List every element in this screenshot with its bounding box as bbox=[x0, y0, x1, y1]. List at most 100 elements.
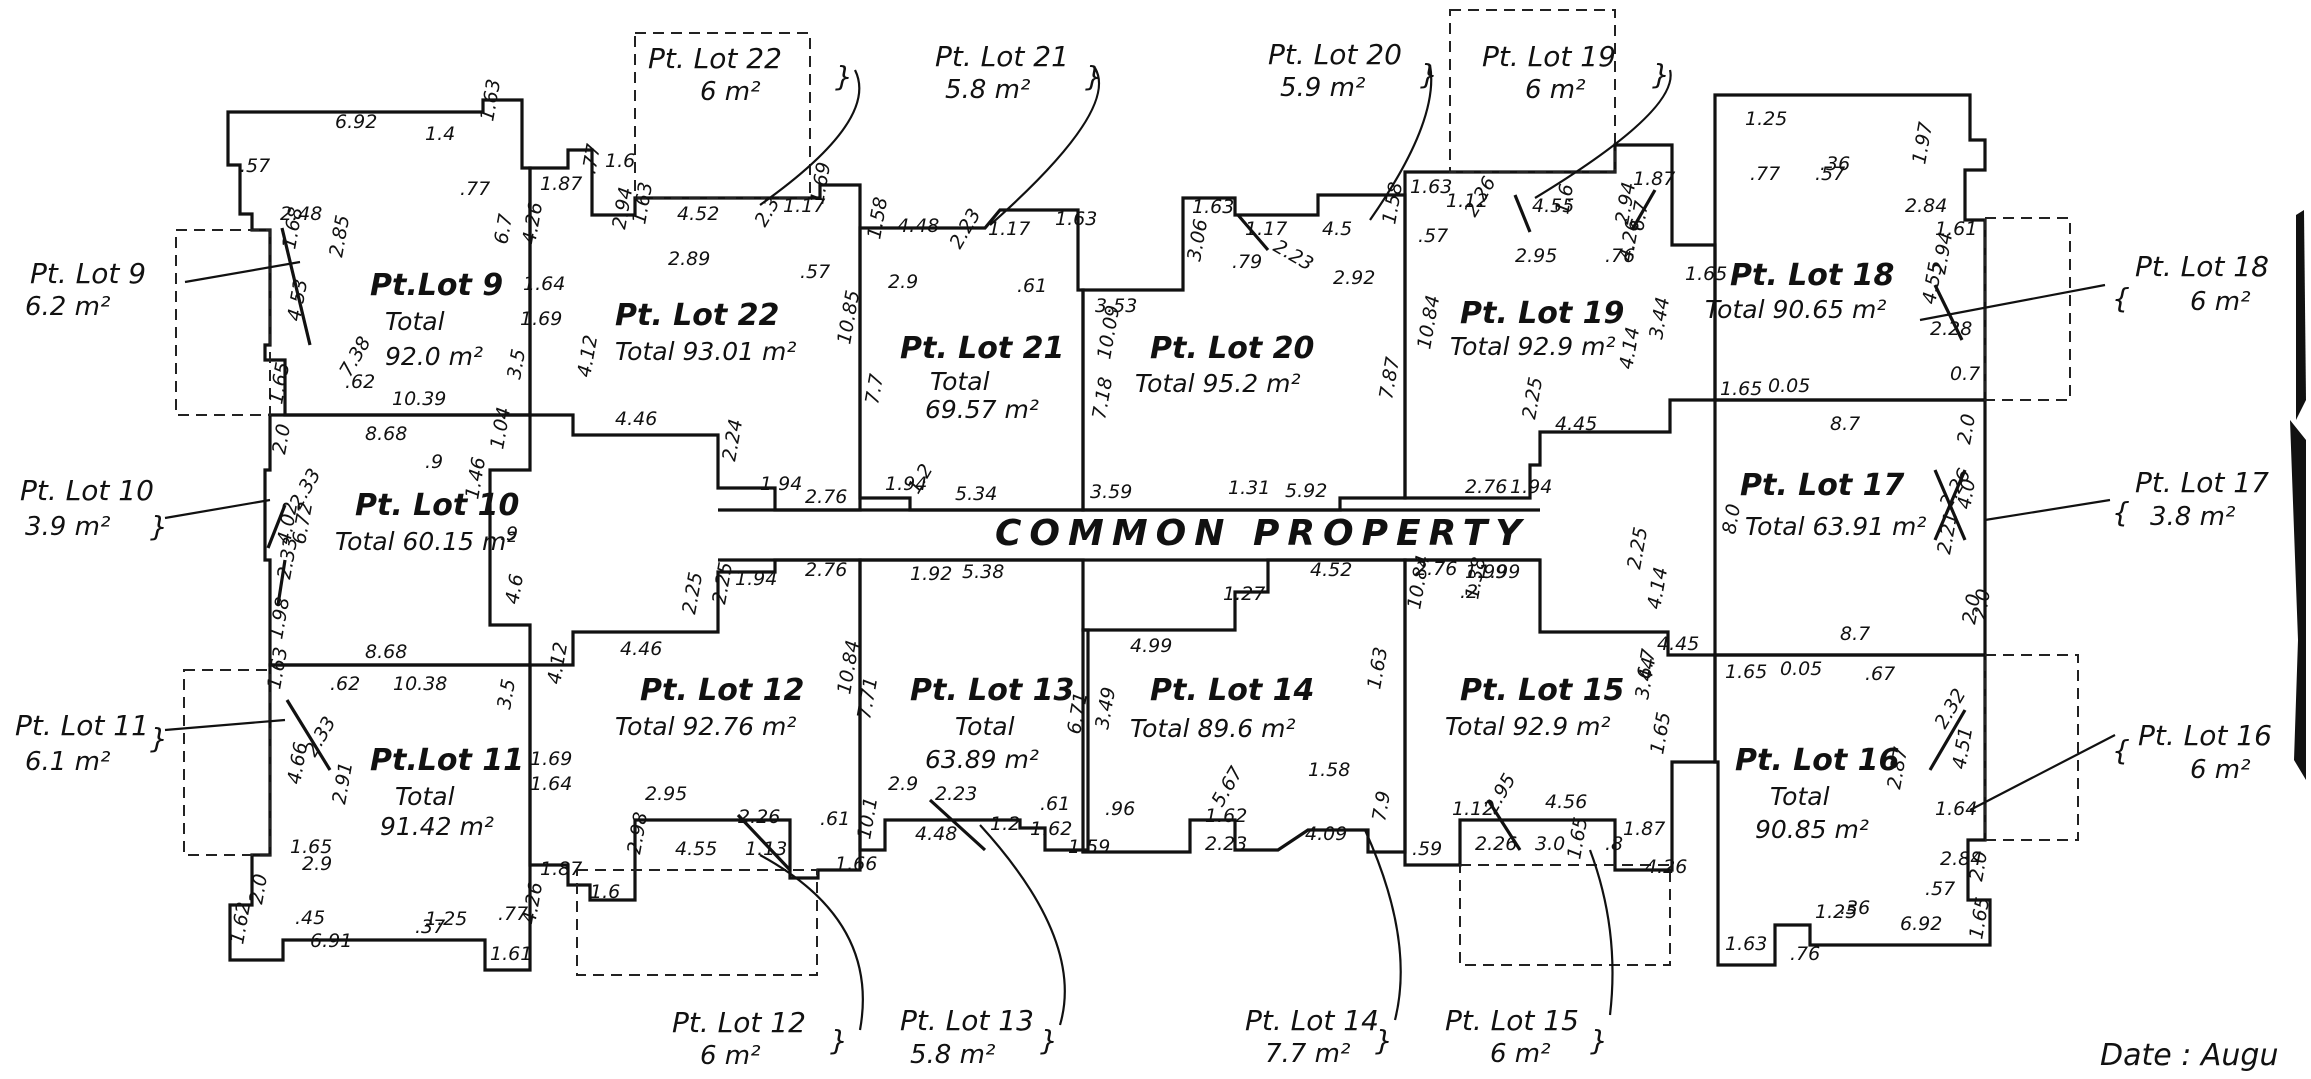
dimension-label: 4.53 bbox=[283, 277, 312, 322]
dimension-label: 2.21 bbox=[1933, 510, 1962, 555]
dimension-label: 3.49 bbox=[1091, 685, 1120, 730]
brace: } bbox=[830, 1024, 848, 1057]
dimension-label: 2.91 bbox=[328, 760, 357, 805]
dimension-label: .77 bbox=[460, 178, 490, 200]
brace: } bbox=[1590, 1024, 1608, 1057]
lot-15-name: Pt. Lot 15 bbox=[1460, 673, 1624, 708]
dimension-label: .61 bbox=[1040, 793, 1070, 815]
dimension-label: .62 bbox=[345, 371, 375, 393]
dimension-label: 1.94 bbox=[885, 473, 927, 495]
dimension-label: 2.48 bbox=[280, 203, 322, 225]
dimension-label: 2.32 bbox=[1930, 685, 1970, 733]
dimension-label: 2.0 bbox=[268, 422, 295, 456]
pt-lot-10-area: 3.9 m² bbox=[25, 512, 110, 542]
dimension-label: 1.87 bbox=[1633, 168, 1675, 190]
dimension-label: 4.14 bbox=[1643, 565, 1672, 610]
dimension-label: 4.45 bbox=[1555, 413, 1597, 435]
dimension-label: .9 bbox=[425, 451, 443, 473]
pt-lot-12-outline bbox=[576, 869, 818, 976]
dimension-label: 4.66 bbox=[283, 740, 312, 785]
pt-lot-19-name: Pt. Lot 19 bbox=[1482, 40, 1616, 73]
dimension-label: 1.6 bbox=[605, 150, 635, 172]
lot-21-name: Pt. Lot 21 bbox=[900, 331, 1064, 366]
lot-22-boundary bbox=[528, 148, 862, 512]
dimension-label: 3.5 bbox=[503, 347, 530, 381]
dimension-label: 6.7 bbox=[1626, 199, 1653, 233]
dimension-label: 4.55 bbox=[675, 838, 717, 860]
dimension-label: 1.65 bbox=[1725, 661, 1767, 683]
dimension-label: 1.64 bbox=[523, 273, 565, 295]
dimension-label: 1.61 bbox=[490, 943, 532, 965]
brace: } bbox=[150, 510, 168, 543]
dimension-label: 2.26 bbox=[1475, 833, 1517, 855]
lot-17-total: Total 63.91 m² bbox=[1745, 512, 1926, 541]
lot-15-total: Total 92.9 m² bbox=[1445, 712, 1610, 741]
dimension-label: 1.62 bbox=[1030, 818, 1072, 840]
dimension-label: 4.12 bbox=[573, 333, 602, 378]
lot-16-boundary bbox=[1713, 653, 1992, 967]
dimension-label: 8.68 bbox=[365, 641, 407, 663]
dimension-label: 1.63 bbox=[1363, 645, 1392, 690]
pt-lot-19-area: 6 m² bbox=[1525, 75, 1586, 105]
dimension-label: 2.23 bbox=[1205, 833, 1247, 855]
dimension-label: .2 bbox=[1460, 581, 1478, 603]
dimension-label: 8.7 bbox=[1840, 623, 1870, 645]
lot-21-total-value: 69.57 m² bbox=[925, 395, 1039, 424]
dimension-label: 1.92 bbox=[910, 563, 952, 585]
dimension-label: 2.76 bbox=[805, 559, 847, 581]
dimension-label: 3.44 bbox=[1645, 295, 1674, 340]
dimension-label: 2.25 bbox=[1518, 375, 1547, 420]
pt-lot-19-outline bbox=[1449, 9, 1616, 173]
dimension-label: 4.26 bbox=[518, 880, 547, 925]
dimension-label: 8.7 bbox=[1830, 413, 1860, 435]
dimension-label: 1.31 bbox=[1228, 477, 1270, 499]
lot-13-total-label: Total bbox=[955, 712, 1015, 741]
dimension-label: 10.1 bbox=[853, 795, 882, 840]
internal-details bbox=[266, 189, 1967, 872]
dimension-label: .57 bbox=[1925, 878, 1955, 900]
dimension-label: 2.89 bbox=[668, 248, 710, 270]
lot-12-name: Pt. Lot 12 bbox=[640, 673, 804, 708]
pt-lot-15-area: 6 m² bbox=[1490, 1039, 1551, 1069]
dimension-label: 4.56 bbox=[1545, 791, 1587, 813]
dimension-label: 1.63 bbox=[1410, 176, 1452, 198]
pt-lot-13-area: 5.8 m² bbox=[910, 1040, 995, 1070]
dimension-label: 2.9 bbox=[302, 853, 332, 875]
dimension-label: 4.46 bbox=[620, 638, 662, 660]
dimension-label: 2.95 bbox=[1480, 770, 1520, 818]
dimension-label: .76 bbox=[1790, 943, 1820, 965]
lot-13-boundary bbox=[858, 558, 1090, 852]
lot-21-total-label: Total bbox=[930, 367, 990, 396]
dimension-label: .57 bbox=[800, 261, 830, 283]
pt-lot-18-outline bbox=[1984, 217, 2071, 401]
dimension-label: .76 bbox=[1605, 245, 1635, 267]
pt-lot-22-area: 6 m² bbox=[700, 77, 761, 107]
dimension-label: 0.05 bbox=[1780, 658, 1822, 680]
dimension-label: 8.0 bbox=[1718, 502, 1745, 536]
dimension-label: 7.71 bbox=[853, 675, 882, 720]
dimension-label: 2.9 bbox=[888, 773, 918, 795]
pt-lot-14-area: 7.7 m² bbox=[1265, 1039, 1350, 1069]
dimension-label: .36 bbox=[1820, 153, 1850, 175]
pt-lot-17-area: 3.8 m² bbox=[2150, 502, 2235, 532]
brace: } bbox=[1375, 1024, 1393, 1057]
dimension-label: 4.26 bbox=[1645, 856, 1687, 878]
dimension-label: 1.69 bbox=[530, 748, 572, 770]
dimension-label: 4.0 bbox=[1953, 477, 1980, 511]
lot-12-total: Total 92.76 m² bbox=[615, 712, 796, 741]
dimension-label: 1.63 bbox=[1055, 208, 1097, 230]
date-label: Date : Augu bbox=[2100, 1038, 2278, 1073]
dimension-label: 6.7 bbox=[490, 212, 517, 246]
dimension-label: 4.99 bbox=[1130, 635, 1172, 657]
dimension-label: 1.17 bbox=[988, 218, 1030, 240]
dimension-label: 1.6 bbox=[1551, 182, 1578, 216]
lot-22-total: Total 93.01 m² bbox=[615, 337, 796, 366]
part-lot-outlines bbox=[175, 9, 2079, 976]
dimension-label: .77 bbox=[498, 903, 528, 925]
dimension-label: 4.12 bbox=[543, 640, 572, 685]
dimension-label: 4.26 bbox=[518, 200, 547, 245]
dimension-label: 2.9 bbox=[888, 271, 918, 293]
dimension-label: 1.12 bbox=[1452, 798, 1494, 820]
lot-9-name: Pt.Lot 9 bbox=[370, 268, 503, 303]
dimension-label: 5.34 bbox=[955, 483, 997, 505]
